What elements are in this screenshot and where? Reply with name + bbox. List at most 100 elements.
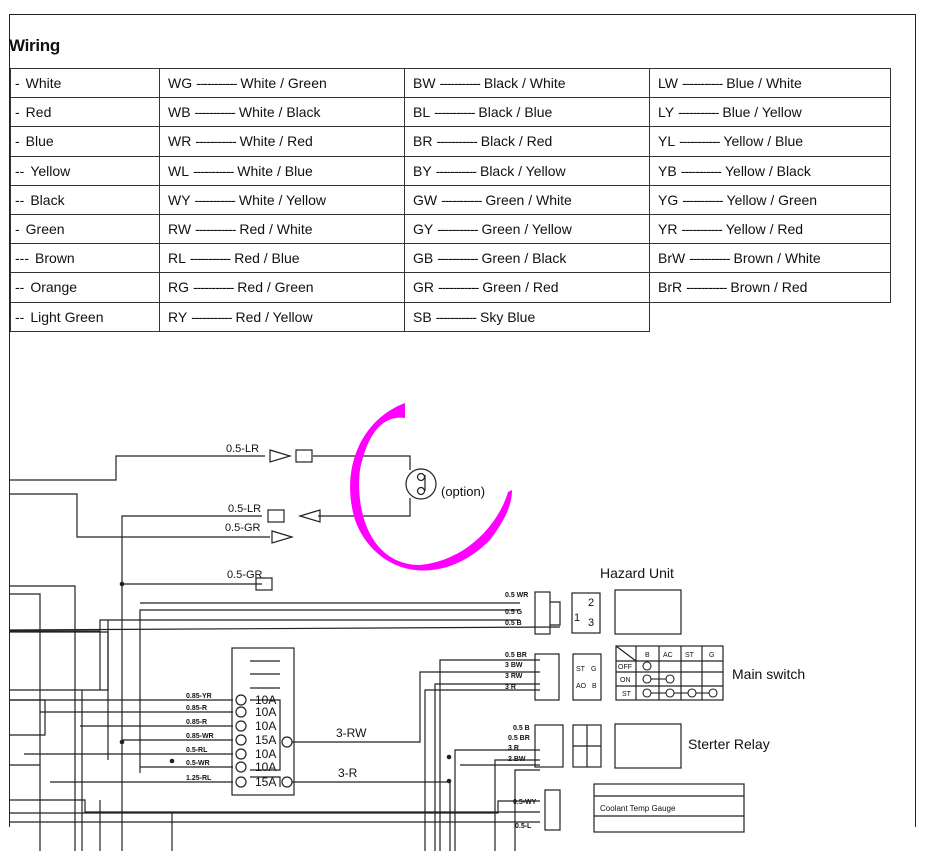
legend-code: BY	[413, 162, 432, 179]
fuse-rating: 10A	[255, 760, 276, 774]
svg-text:ST: ST	[576, 666, 586, 673]
legend-dash: -----------	[686, 279, 727, 296]
starter-relay-label: Sterter Relay	[688, 736, 770, 752]
legend-code-entry: LW-----------Blue / White	[649, 67, 891, 99]
legend-code-entry: WG-----------White / Green	[159, 67, 405, 99]
legend-dash: -----------	[437, 221, 478, 238]
fuse-wire-label: 0.5-RL	[186, 747, 208, 754]
legend-color-name: Red / White	[239, 221, 313, 238]
fuse-terminal	[235, 694, 247, 706]
legend-dash: -----------	[438, 279, 479, 296]
legend-code-entry: YG-----------Yellow / Green	[649, 184, 891, 215]
wire-label: 0.5-LR	[228, 503, 261, 515]
legend-code: RG	[168, 279, 189, 296]
fuse-output-label: 3-RW	[336, 726, 367, 740]
section-title: Wiring	[9, 36, 60, 55]
svg-text:2: 2	[588, 597, 594, 609]
legend-dash: -----------	[195, 221, 236, 238]
plug-connector	[295, 449, 313, 463]
legend-single-color: -- Orange	[10, 272, 160, 303]
legend-code-entry: WR-----------White / Red	[159, 126, 405, 157]
legend-color-name: Brown	[35, 250, 75, 267]
legend-code-entry: GW-----------Green / White	[404, 184, 650, 215]
main-switch-table	[615, 645, 724, 701]
legend-dash: -----------	[678, 104, 719, 121]
fuse-rating: 15A	[255, 733, 276, 747]
svg-text:G: G	[709, 652, 714, 659]
fuse-terminal	[235, 720, 247, 732]
legend-color-name: Black / Blue	[478, 104, 553, 121]
legend-code: BR	[413, 133, 433, 150]
fuse-rating: 10A	[255, 719, 276, 733]
svg-text:OFF: OFF	[618, 664, 632, 671]
wire	[10, 493, 270, 538]
svg-text:3 R: 3 R	[505, 684, 516, 691]
legend-dash: -----------	[681, 75, 723, 92]
legend-color-name: White / Black	[238, 104, 321, 121]
legend-dash: -----------	[689, 250, 730, 267]
legend-color-name: Yellow / Blue	[723, 133, 804, 150]
hazard-unit-box	[614, 589, 682, 635]
legend-dash: -----------	[437, 250, 478, 267]
annotation-mark	[350, 403, 512, 571]
wire	[313, 455, 411, 470]
legend-code: YB	[658, 162, 677, 179]
legend-color-name: Black / Red	[480, 133, 553, 150]
legend-code: WY	[168, 191, 191, 208]
legend-dash: -----------	[435, 308, 477, 325]
legend-code: GR	[413, 279, 434, 296]
fuse-terminal	[235, 748, 247, 760]
legend-color-name: Orange	[30, 279, 78, 296]
svg-text:ST: ST	[622, 691, 632, 698]
fuse-wire-label: 0.85-R	[186, 719, 207, 726]
legend-prefix: --	[15, 279, 25, 296]
svg-text:0.5 BR: 0.5 BR	[505, 652, 527, 659]
fuse-rating: 10A	[255, 705, 276, 719]
legend-color-name: Yellow / Green	[726, 191, 818, 208]
legend-code: SB	[413, 308, 432, 325]
legend-color-name: White / Green	[240, 75, 327, 92]
legend-dash: -----------	[196, 75, 237, 92]
legend-prefix: -	[15, 75, 20, 92]
legend-dash: -----------	[436, 133, 477, 150]
legend-code: BrW	[658, 250, 686, 267]
arrow-connector	[271, 530, 295, 544]
legend-color-name: Light Green	[30, 308, 104, 325]
svg-text:AC: AC	[663, 652, 673, 659]
fuse-rating: 10A	[255, 747, 276, 761]
legend-code: BW	[413, 75, 436, 92]
legend-color-name: Green / White	[485, 191, 572, 208]
legend-dash: -----------	[435, 162, 477, 179]
legend-dash: -----------	[194, 191, 236, 208]
svg-text:ON: ON	[620, 677, 631, 684]
legend-code: WR	[168, 133, 192, 150]
legend-dash: -----------	[193, 279, 234, 296]
fuse-rating: 15A	[255, 775, 276, 789]
svg-text:0.5 BR: 0.5 BR	[508, 735, 530, 742]
arrow-connector	[269, 449, 293, 463]
fuse-box	[231, 647, 295, 796]
plug-connector	[267, 509, 285, 523]
legend-prefix: --	[15, 308, 25, 325]
legend-dash: -----------	[194, 104, 236, 121]
legend-color-name: Yellow / Red	[725, 221, 804, 238]
legend-code-entry: BL-----------Black / Blue	[404, 97, 650, 128]
legend-code-entry: WB-----------White / Black	[159, 97, 405, 128]
legend-code-entry: BW-----------Black / White	[404, 67, 650, 99]
legend-prefix: -	[15, 221, 20, 238]
legend-code: GY	[413, 221, 434, 238]
starter-relay-box	[614, 723, 682, 769]
main-switch-label: Main switch	[732, 666, 805, 682]
legend-dash: -----------	[680, 162, 722, 179]
legend-color-name: Red / Yellow	[235, 308, 313, 325]
legend-code-entry: SB-----------Sky Blue	[404, 301, 650, 332]
sensor-symbol	[405, 468, 437, 500]
fuse-terminal	[235, 776, 247, 788]
svg-text:1: 1	[574, 612, 580, 624]
